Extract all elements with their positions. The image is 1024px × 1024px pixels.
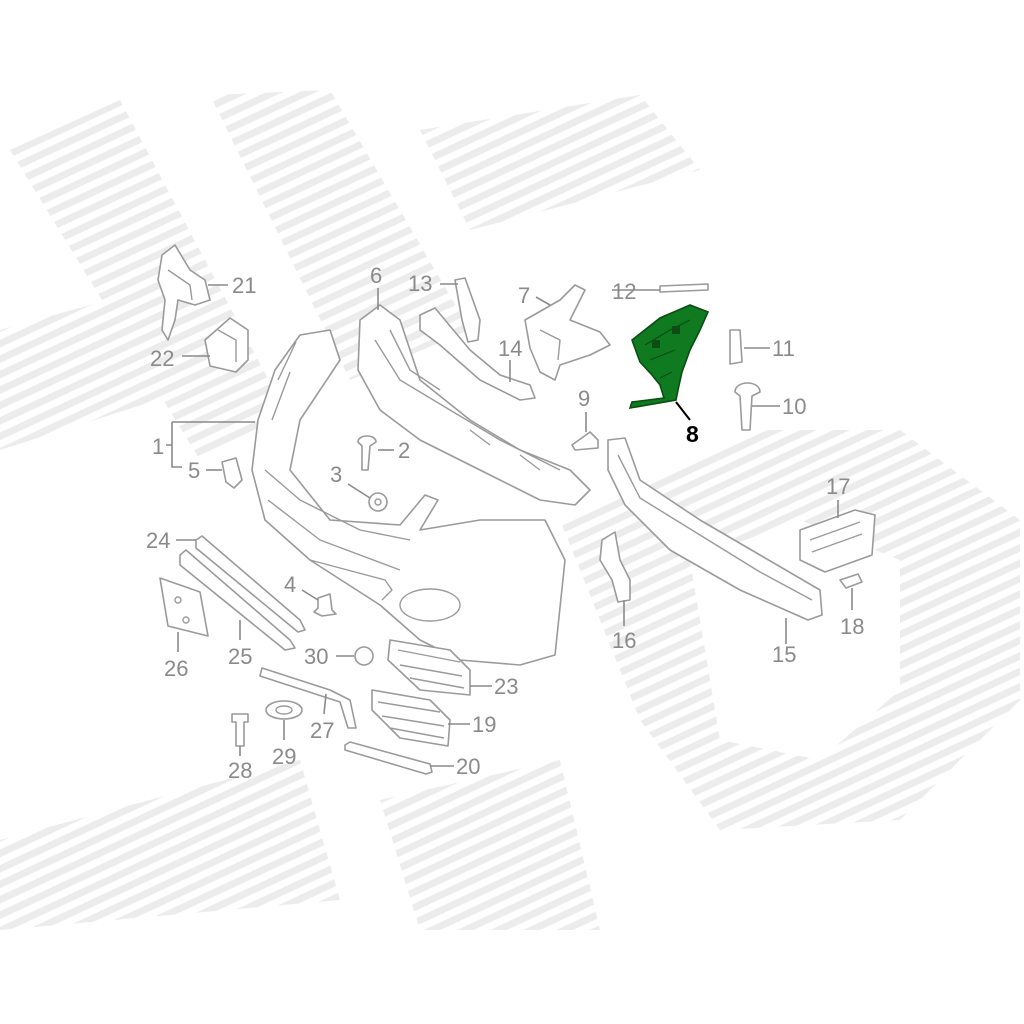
callout-13: 13 <box>408 271 432 296</box>
part-8-bracket-highlighted <box>628 304 710 410</box>
part-12-strip <box>659 283 709 293</box>
callout-26: 26 <box>164 656 188 681</box>
callout-25: 25 <box>228 644 252 669</box>
callout-5: 5 <box>188 458 200 483</box>
part-21-shield <box>157 244 211 341</box>
part-13-bracket <box>454 277 481 343</box>
part-22-bracket <box>204 317 249 373</box>
callout-3: 3 <box>330 462 342 487</box>
part-23-grille <box>387 639 471 696</box>
callout-30: 30 <box>304 644 328 669</box>
callout-10: 10 <box>782 394 806 419</box>
part-18-nut <box>839 573 863 589</box>
part-28-bolt <box>231 713 249 747</box>
callout-16: 16 <box>612 628 636 653</box>
callout-24: 24 <box>146 528 170 553</box>
callout-19: 19 <box>472 712 496 737</box>
watermark <box>0 90 1020 930</box>
part-4-clip <box>313 593 337 617</box>
part-10-push-rivet <box>734 382 761 431</box>
callout-11: 11 <box>772 336 795 361</box>
part-27-strip <box>259 667 357 729</box>
part-17-bracket <box>799 509 876 573</box>
callout-2: 2 <box>398 438 410 463</box>
callout-17: 17 <box>826 474 850 499</box>
part-24-trim <box>195 535 306 633</box>
part-9-clip <box>571 431 599 451</box>
callout-15: 15 <box>772 642 796 667</box>
callout-27: 27 <box>310 718 334 743</box>
part-3-nut <box>368 492 388 512</box>
callout-23: 23 <box>494 674 518 699</box>
callout-12: 12 <box>612 279 636 304</box>
callout-18: 18 <box>840 614 864 639</box>
callout-8-highlighted: 8 <box>686 421 699 447</box>
part-29-grommet <box>265 700 303 720</box>
part-5-clip <box>221 457 243 489</box>
part-15-reinforcement-beam <box>607 437 823 621</box>
part-1-bumper-cover <box>251 329 566 666</box>
part-19-grille <box>371 689 451 747</box>
callout-28: 28 <box>228 758 252 783</box>
part-6-absorber <box>357 304 591 506</box>
part-7-bracket <box>524 284 611 381</box>
part-26-license-bracket <box>159 577 209 637</box>
part-25-trim <box>179 549 296 651</box>
callout-1: 1 <box>152 434 164 459</box>
part-20-strip <box>344 741 433 775</box>
part-14-rail <box>419 307 536 401</box>
callout-labels: 21 22 1 5 6 13 7 12 14 11 10 9 8 2 3 4 2… <box>146 263 864 783</box>
leader-lines <box>166 283 853 767</box>
callout-21: 21 <box>232 273 256 298</box>
callout-14: 14 <box>498 336 522 361</box>
part-11-clip <box>729 329 743 365</box>
callout-29: 29 <box>272 744 296 769</box>
callout-6: 6 <box>370 263 382 288</box>
callout-20: 20 <box>456 754 480 779</box>
callout-22: 22 <box>150 346 174 371</box>
callout-9: 9 <box>578 386 590 411</box>
part-2-screw <box>357 435 377 471</box>
part-30-clip <box>354 646 374 666</box>
part-16-bracket <box>599 531 631 603</box>
callout-7: 7 <box>518 283 530 308</box>
callout-4: 4 <box>284 572 296 597</box>
